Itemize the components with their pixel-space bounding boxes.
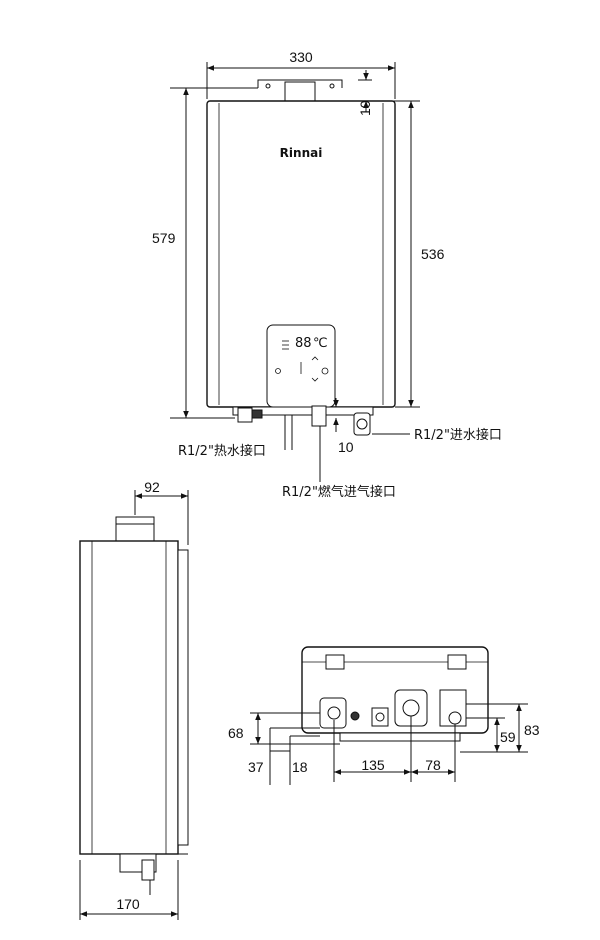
dim-bottom-18: 18	[292, 759, 308, 775]
dim-width-330: 330	[289, 49, 313, 65]
side-body	[79, 540, 179, 855]
bottom-plate	[232, 406, 374, 416]
center-port	[371, 707, 389, 727]
dim-flue-92: 92	[144, 479, 160, 495]
dim-bottom-135: 135	[361, 757, 385, 773]
dim-bottom-78: 78	[425, 757, 441, 773]
dim-height-536: 536	[421, 246, 445, 262]
dim-height-579: 579	[152, 230, 176, 246]
side-view	[79, 490, 189, 920]
cold-water-port	[439, 689, 467, 727]
display-unit: ℃	[313, 336, 328, 351]
brand-logo: Rinnai	[280, 146, 323, 160]
dim-bottom-59: 59	[500, 729, 516, 745]
top-bracket	[257, 79, 343, 88]
gas-fitting	[311, 405, 327, 427]
dim-gas-10: 10	[338, 439, 354, 455]
dim-bottom-68: 68	[228, 725, 244, 741]
flue-pipe	[115, 516, 155, 542]
label-cold-water: R1/2"进水接口	[414, 427, 502, 443]
cold-water-fitting	[353, 412, 371, 436]
label-gas-inlet: R1/2"燃气进气接口	[282, 484, 396, 500]
hot-water-port	[319, 697, 347, 729]
dim-top-10: 10	[357, 100, 373, 116]
front-view	[170, 62, 420, 482]
flue-collar	[284, 81, 316, 103]
dim-depth-170: 170	[116, 896, 140, 912]
control-buttons	[275, 340, 329, 382]
bottom-view	[250, 646, 528, 785]
dim-bottom-37: 37	[248, 759, 264, 775]
display-readout: 88	[295, 336, 312, 351]
dim-bottom-83: 83	[524, 722, 540, 738]
label-hot-water: R1/2"热水接口	[178, 443, 266, 459]
hot-water-fitting	[237, 407, 253, 423]
